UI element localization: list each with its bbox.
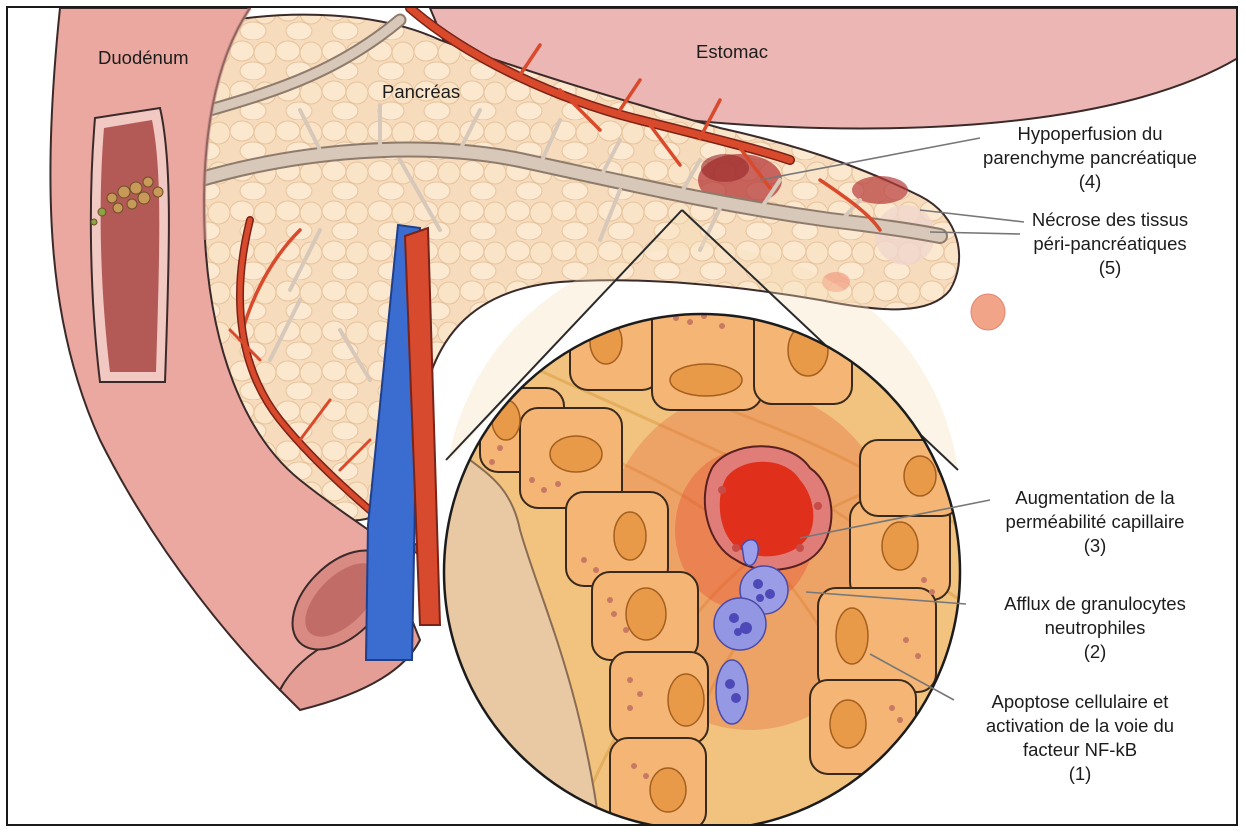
annotation-number: (1) (930, 762, 1230, 786)
annotation-line: Nécrose des tissus (990, 208, 1230, 232)
annotation-line: perméabilité capillaire (950, 510, 1240, 534)
annotation-number: (5) (990, 256, 1230, 280)
annotation-line: neutrophiles (950, 616, 1240, 640)
annotation-line: Hypoperfusion du (940, 122, 1240, 146)
label-stomach: Estomac (696, 40, 846, 64)
annotation-line: parenchyme pancréatique (940, 146, 1240, 170)
annotation-line: activation de la voie du (930, 714, 1230, 738)
annotation-line: Augmentation de la (950, 486, 1240, 510)
annotation-neutrophil-influx: Afflux de granulocytes neutrophiles (2) (950, 592, 1240, 664)
annotation-capillary-permeability: Augmentation de la perméabilité capillai… (950, 486, 1240, 558)
annotation-number: (3) (950, 534, 1240, 558)
annotation-line: péri-pancréatiques (990, 232, 1230, 256)
annotation-apoptosis-nfkb: Apoptose cellulaire et activation de la … (930, 690, 1230, 786)
label-pancreas: Pancréas (382, 80, 532, 104)
annotation-line: Apoptose cellulaire et (930, 690, 1230, 714)
annotation-hypoperfusion: Hypoperfusion du parenchyme pancréatique… (940, 122, 1240, 194)
annotation-number: (4) (940, 170, 1240, 194)
annotation-necrosis: Nécrose des tissus péri-pancréatiques (5… (990, 208, 1230, 280)
label-duodenum: Duodénum (98, 46, 248, 70)
annotation-number: (2) (950, 640, 1240, 664)
annotation-line: facteur NF-kB (930, 738, 1230, 762)
annotation-line: Afflux de granulocytes (950, 592, 1240, 616)
